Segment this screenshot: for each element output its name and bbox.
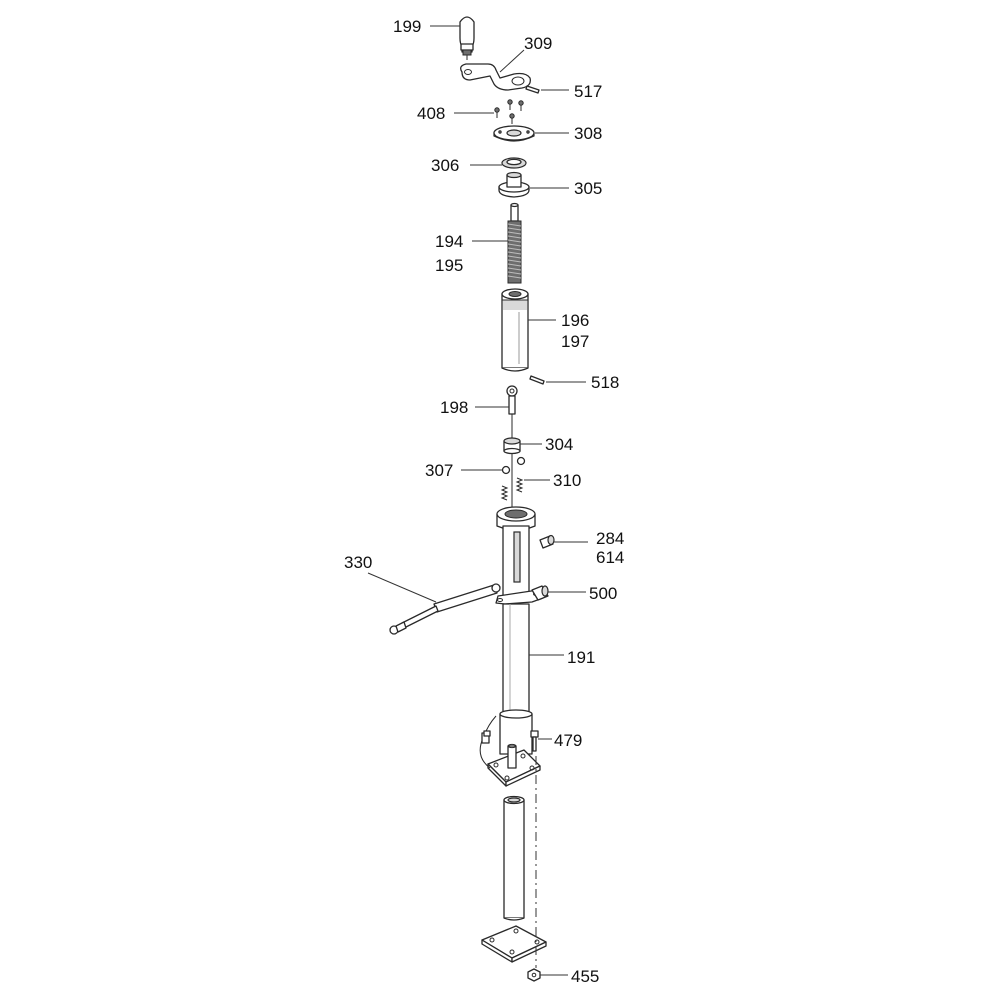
callout-191: 191 xyxy=(567,648,595,667)
callout-307: 307 xyxy=(425,461,453,480)
callout-labels: 199 309 517 408 308 306 305 194 195 196 … xyxy=(344,17,624,986)
callout-197: 197 xyxy=(561,332,589,351)
part-307-balls xyxy=(501,456,526,475)
callout-518: 518 xyxy=(591,373,619,392)
part-306-washer xyxy=(501,157,527,169)
callout-500: 500 xyxy=(589,584,617,603)
lower-tube xyxy=(503,795,525,921)
part-194-threaded-rod xyxy=(507,202,522,284)
part-199-handle-knob xyxy=(459,16,475,60)
callout-479: 479 xyxy=(554,731,582,750)
callout-198: 198 xyxy=(440,398,468,417)
part-500-knob xyxy=(531,585,549,601)
callout-517: 517 xyxy=(574,82,602,101)
part-284-fitting xyxy=(539,534,555,549)
floor-plate xyxy=(481,925,547,963)
callout-305: 305 xyxy=(574,179,602,198)
callout-304: 304 xyxy=(545,435,573,454)
callout-310: 310 xyxy=(553,471,581,490)
part-309-crank-arm xyxy=(460,63,531,91)
part-305-bushing xyxy=(498,171,530,198)
callout-194: 194 xyxy=(435,232,463,251)
callout-199: 199 xyxy=(393,17,421,36)
callout-309: 309 xyxy=(524,34,552,53)
callout-196: 196 xyxy=(561,311,589,330)
part-330-gas-spring xyxy=(389,583,501,635)
part-310-springs xyxy=(500,477,524,501)
callout-284: 284 xyxy=(596,529,624,548)
callout-614: 614 xyxy=(596,548,624,567)
part-517-pin xyxy=(525,85,540,94)
part-479-bolts xyxy=(483,730,539,752)
callout-308: 308 xyxy=(574,124,602,143)
part-196-sleeve-tube xyxy=(501,288,529,372)
callout-330: 330 xyxy=(344,553,372,572)
part-191-main-column xyxy=(479,506,544,787)
callout-195: 195 xyxy=(435,256,463,275)
part-408-screws xyxy=(494,99,524,124)
part-198-eye-rod xyxy=(506,385,518,520)
part-304-collar xyxy=(503,437,521,455)
part-518-pin xyxy=(529,375,545,385)
leader-lines xyxy=(367,25,588,976)
callout-408: 408 xyxy=(417,104,445,123)
callout-455: 455 xyxy=(571,967,599,986)
callout-306: 306 xyxy=(431,156,459,175)
part-455-nut xyxy=(527,968,541,982)
part-308-plate xyxy=(493,125,535,142)
